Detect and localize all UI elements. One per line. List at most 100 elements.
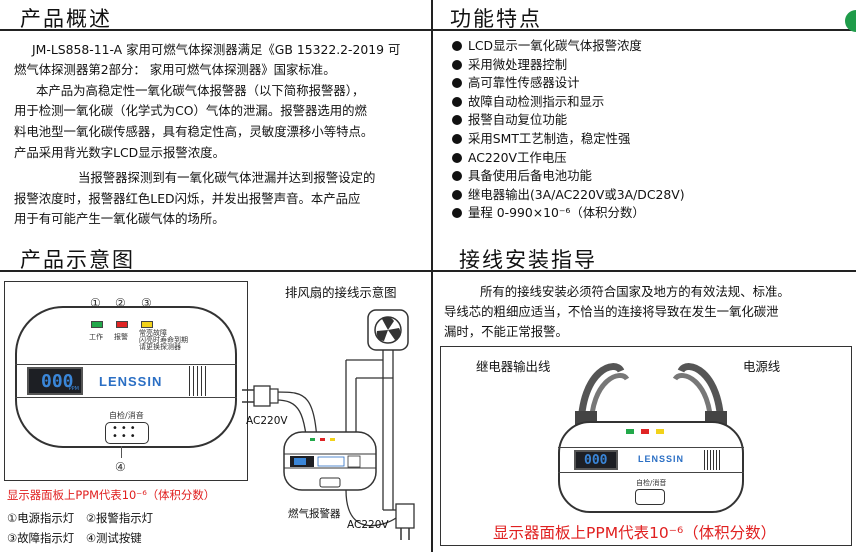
overview-line: 料电池型一氧化碳传感器，具有稳定性高，灵敏度漂移小等特点。 bbox=[14, 124, 374, 140]
install-line: 所有的接线安装必须符合国家及地方的有效法规、标准。 bbox=[480, 284, 790, 299]
feature-item: 具备使用后备电池功能 bbox=[452, 167, 842, 186]
power-led-label: 工作 bbox=[89, 333, 103, 341]
gas-alarm-label: 燃气报警器 bbox=[288, 508, 341, 520]
fault-led-label: 常亮故障 闪亮时寿命到期 请更换探测器 bbox=[139, 329, 188, 351]
callout-3: ③ bbox=[141, 296, 152, 310]
legend-row-2: ③故障指示灯 ④测试按键 bbox=[7, 530, 142, 546]
brand-logo-small: LENSSIN bbox=[638, 454, 685, 464]
legend-text: 报警指示灯 bbox=[96, 511, 153, 525]
fault-led bbox=[141, 321, 153, 328]
relay-output-label: 继电器输出线 bbox=[476, 359, 551, 374]
legend-num: ① bbox=[7, 511, 18, 525]
bullet-icon bbox=[452, 96, 462, 107]
feature-text: 故障自动检测指示和显示 bbox=[468, 93, 605, 109]
callout-4: ④ bbox=[115, 460, 126, 474]
lcd-display-small: 000 bbox=[574, 450, 618, 470]
diagram-title-rule bbox=[0, 270, 431, 272]
plug-icon-bottom bbox=[395, 503, 415, 540]
bullet-icon bbox=[452, 171, 462, 182]
alarm-led bbox=[116, 321, 128, 328]
feature-list: LCD显示一氧化碳气体报警浓度 采用微处理器控制 高可靠性传感器设计 故障自动检… bbox=[452, 37, 842, 223]
panel-diagram: ① ② ③ 工作 报警 常亮故障 闪亮时寿命到期 请更换探测器 000 PPM … bbox=[4, 281, 248, 481]
feature-text: AC220V工作电压 bbox=[468, 149, 567, 165]
alarm-led-small bbox=[641, 429, 649, 434]
feature-text: 高可靠性传感器设计 bbox=[468, 75, 580, 91]
feature-text: 继电器输出(3A/AC220V或3A/DC28V) bbox=[468, 186, 685, 202]
features-title-rule bbox=[433, 29, 856, 31]
bullet-icon bbox=[452, 133, 462, 144]
features-title: 功能特点 bbox=[450, 7, 542, 31]
legend-text: 电源指示灯 bbox=[17, 511, 75, 525]
diagram-title: 产品示意图 bbox=[20, 248, 135, 272]
detector-face: 工作 报警 常亮故障 闪亮时寿命到期 请更换探测器 000 PPM LENSSI… bbox=[15, 306, 237, 448]
bullet-icon bbox=[452, 115, 462, 126]
alarm-led-label: 报警 bbox=[114, 333, 128, 341]
button-dots-icon: •••••• bbox=[112, 423, 139, 442]
feature-item: 量程 0-990×10⁻⁶（体积分数） bbox=[452, 204, 842, 223]
legend-num: ② bbox=[85, 511, 97, 525]
legend-num: ④ bbox=[85, 531, 97, 545]
ac220v-label-bottom: AC220V bbox=[347, 519, 389, 531]
corner-badge-icon bbox=[845, 10, 856, 32]
overview-line: 当报警器探测到有一氧化碳气体泄漏并达到报警设定的 bbox=[78, 169, 376, 185]
install-title-rule bbox=[433, 270, 856, 272]
feature-text: LCD显示一氧化碳气体报警浓度 bbox=[468, 38, 642, 53]
lcd-unit: PPM bbox=[68, 386, 79, 392]
fan-caption: 排风扇的接线示意图 bbox=[285, 285, 397, 300]
feature-text: 具备使用后备电池功能 bbox=[468, 168, 592, 184]
power-led-small bbox=[626, 429, 634, 434]
overview-title-rule bbox=[0, 29, 431, 31]
fault-led-small bbox=[656, 429, 664, 434]
install-title: 接线安装指导 bbox=[459, 248, 597, 272]
brand-logo: LENSSIN bbox=[99, 374, 163, 389]
overview-title: 产品概述 bbox=[20, 7, 112, 31]
legend-text: 故障指示灯 bbox=[17, 531, 75, 545]
feature-item: 采用微处理器控制 bbox=[452, 56, 842, 75]
legend-text: 测试按键 bbox=[96, 531, 142, 545]
feature-item: AC220V工作电压 bbox=[452, 149, 842, 168]
feature-item: LCD显示一氧化碳气体报警浓度 bbox=[452, 37, 842, 56]
test-button-label: 自检/消音 bbox=[109, 411, 144, 420]
overview-line: 燃气体探测器第2部分： 家用可燃气体探测器》国家标准。 bbox=[14, 61, 336, 77]
overview-line: 本产品为高稳定性一氧化碳气体报警器（以下简称报警器）， bbox=[36, 82, 365, 98]
lcd-value: 000 bbox=[41, 371, 74, 392]
install-line: 导线芯的粗细应适当，不恰当的连接将导致在发生一氧化碳泄 bbox=[444, 303, 779, 319]
test-button: •••••• bbox=[105, 422, 149, 444]
vent-grille-small bbox=[704, 450, 720, 470]
bullet-icon bbox=[452, 208, 462, 219]
bullet-icon bbox=[452, 152, 462, 163]
ppm-note-left: 显示器面板上PPM代表10⁻⁶（体积分数） bbox=[7, 488, 216, 502]
install-text: 所有的接线安装必须符合国家及地方的有效法规、标准。 导线芯的粗细应适当，不恰当的… bbox=[444, 282, 854, 341]
test-button-label-small: 自检/消音 bbox=[636, 479, 667, 487]
bullet-icon bbox=[452, 59, 462, 70]
callout-line bbox=[121, 446, 122, 458]
feature-text: 采用微处理器控制 bbox=[468, 56, 568, 72]
plug-icon-top bbox=[242, 385, 279, 407]
test-button-small bbox=[635, 489, 665, 505]
column-divider bbox=[431, 0, 433, 552]
power-led bbox=[91, 321, 103, 328]
feature-text: 报警自动复位功能 bbox=[468, 112, 568, 128]
ppm-note-right: 显示器面板上PPM代表10⁻⁶（体积分数） bbox=[493, 524, 777, 542]
feature-item: 报警自动复位功能 bbox=[452, 111, 842, 130]
feature-item: 继电器输出(3A/AC220V或3A/DC28V) bbox=[452, 186, 842, 205]
overview-line: 报警浓度时，报警器红色LED闪烁，并发出报警声音。本产品应 bbox=[14, 190, 361, 206]
feature-item: 故障自动检测指示和显示 bbox=[452, 93, 842, 112]
bullet-icon bbox=[452, 78, 462, 89]
overview-line: JM-LS858-11-A 家用可燃气体探测器满足《GB 15322.2-201… bbox=[32, 42, 401, 57]
lcd-display: 000 PPM bbox=[27, 367, 83, 395]
feature-text: 采用SMT工艺制造，稳定性强 bbox=[468, 130, 631, 146]
lcd-value-small: 000 bbox=[584, 453, 608, 468]
install-diagram: 继电器输出线 电源线 000 LENSSIN 自检/消音 显示器面板上PPM代表… bbox=[440, 346, 852, 546]
power-cord-label: 电源线 bbox=[743, 359, 781, 374]
bullet-icon bbox=[452, 41, 462, 51]
overview-line: 用于检测一氧化碳（化学式为CO）气体的泄漏。报警器选用的燃 bbox=[14, 103, 367, 119]
fan-icon bbox=[367, 309, 409, 351]
bullet-icon bbox=[452, 189, 462, 200]
feature-item: 采用SMT工艺制造，稳定性强 bbox=[452, 130, 842, 149]
overview-line: 用于有可能产生一氧化碳气体的场所。 bbox=[14, 211, 225, 227]
feature-item: 高可靠性传感器设计 bbox=[452, 74, 842, 93]
ac220v-label-top: AC220V bbox=[246, 415, 288, 427]
display-band-small bbox=[558, 447, 744, 473]
detector-face-small: 000 LENSSIN 自检/消音 bbox=[558, 421, 744, 513]
